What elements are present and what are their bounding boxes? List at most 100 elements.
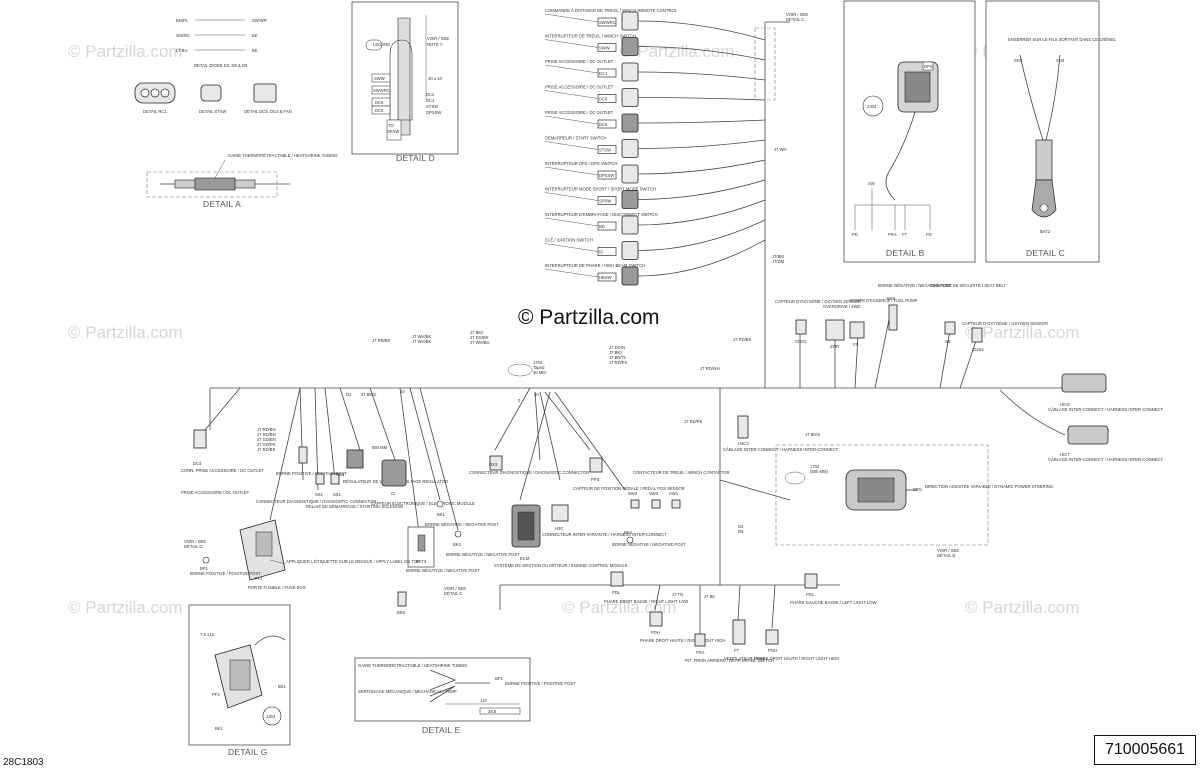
svg-text:D4: D4 xyxy=(738,524,744,529)
svg-text:VOIR / SEE: VOIR / SEE xyxy=(427,36,449,41)
watermark: © Partzilla.com xyxy=(965,598,1080,617)
svg-text:DETAIL DC5, DC4 & FAN: DETAIL DC5, DC4 & FAN xyxy=(244,109,292,114)
pin-detail-legend: BN/PL GN/RD LT BU SW/WR BK BK DETAIL DIO… xyxy=(176,18,267,68)
top-switch-code: DC6 xyxy=(599,97,608,102)
svg-text:DETAIL DIODE D3, D8 & D9: DETAIL DIODE D3, D8 & D9 xyxy=(194,63,248,68)
svg-text:J7 RD/BK: J7 RD/BK xyxy=(733,337,752,342)
svg-text:PF3: PF3 xyxy=(212,692,220,697)
headlight-lh-icon xyxy=(765,629,779,645)
svg-text:2WR: 2WR xyxy=(830,344,839,349)
svg-text:J7 WH/BK: J7 WH/BK xyxy=(412,334,432,339)
top-switch-code: SWWRC xyxy=(599,20,616,25)
switch-connector-icon xyxy=(621,241,639,260)
svg-text:SN3: SN3 xyxy=(1056,58,1065,63)
svg-text:ECM: ECM xyxy=(520,556,530,561)
detail-c-title: DETAIL C xyxy=(1026,248,1065,258)
top-switch-code: SPSW xyxy=(599,199,611,204)
watermark: © Partzilla.com xyxy=(68,323,183,342)
svg-text:PORTE FUSIBLE / FUSE BOX: PORTE FUSIBLE / FUSE BOX xyxy=(248,585,306,590)
drawing-number: 710005661 xyxy=(1094,735,1196,765)
o2b-sensor-icon xyxy=(971,327,983,343)
svg-text:J7 DG/N: J7 DG/N xyxy=(609,345,625,350)
svg-text:DC2: DC2 xyxy=(426,92,435,97)
top-harness-trunk: VOIR / SEE DÉTAIL C J7 WH J7/BM J7/DM xyxy=(754,12,808,388)
svg-text:J7 RD/BK: J7 RD/BK xyxy=(372,338,391,343)
top-switch-code: BD xyxy=(599,224,605,229)
switch-connector-icon xyxy=(621,266,639,286)
main-harness: J7 RD/BK J7 WH/BK J7 WH/BK J7 BK/I J7 DG… xyxy=(209,330,1101,610)
svg-text:FP: FP xyxy=(853,342,859,347)
switch-connector-icon xyxy=(621,88,639,107)
svg-text:RC1: RC1 xyxy=(336,472,345,477)
svg-text:H3C: H3C xyxy=(555,526,563,531)
svg-text:DÉTAIL B: DÉTAIL B xyxy=(937,553,955,558)
svg-text:650 MM: 650 MM xyxy=(372,445,388,450)
svg-text:J7 RD/PK: J7 RD/PK xyxy=(684,419,703,424)
svg-text:SWW: SWW xyxy=(374,76,385,81)
headlight-rh-icon xyxy=(649,611,663,627)
pin-detail-connectors: DETAIL RC1 DETAIL STSW DETAIL DC5, DC4 &… xyxy=(134,82,292,114)
svg-text:PRISE ACCESSOIRE / DC OUTLET: PRISE ACCESSOIRE / DC OUTLET xyxy=(181,490,250,495)
brake-switch-icon xyxy=(694,633,706,647)
svg-text:SW1: SW1 xyxy=(669,491,679,496)
svg-text:119: 119 xyxy=(480,698,487,703)
top-switch-code: DC1 xyxy=(599,71,608,76)
svg-text:OVERDRIVE / 4WD: OVERDRIVE / 4WD xyxy=(823,304,860,309)
svg-text:SW: SW xyxy=(868,181,875,186)
seat-belt-icon xyxy=(944,321,956,335)
watermark: © Partzilla.com xyxy=(68,598,183,617)
svg-text:FT: FT xyxy=(734,648,740,653)
svg-text:SPSW: SPSW xyxy=(387,129,399,134)
svg-text:BORNE NÉGATIVE / NEGATIVE POST: BORNE NÉGATIVE / NEGATIVE POST xyxy=(406,568,480,573)
svg-text:CI: CI xyxy=(391,491,395,496)
top-switch-label: CLÉ / IGNITION SWITCH xyxy=(545,238,593,243)
svg-text:DC1: DC1 xyxy=(426,98,435,103)
svg-text:SERTISSAGE MÉCANIQUE / MECHANI: SERTISSAGE MÉCANIQUE / MECHANICAL CRIMP xyxy=(358,689,457,694)
switch-connector-icon xyxy=(621,113,639,133)
svg-text:J7 RD/BN: J7 RD/BN xyxy=(257,427,276,432)
svg-text:CÂBLAGE INTER-CONNECT / HARNES: CÂBLAGE INTER-CONNECT / HARNESS INTER-CO… xyxy=(1048,457,1164,462)
harness-connector-icon xyxy=(551,504,569,522)
detail-g: 7.5 ±15 1304 PF3 BK1 BK1 DETAIL G xyxy=(188,604,291,757)
mid-components: DX3 CONNECTEUR DIAGNOSTIQUE / DIAGNOSTIC… xyxy=(469,387,959,568)
left-components: DC4 CONN. PRISE ACCESSOIRE / DC OUTLET P… xyxy=(181,387,520,615)
svg-text:DÉTAIL C: DÉTAIL C xyxy=(444,591,462,596)
svg-text:STSW: STSW xyxy=(426,104,438,109)
svg-text:PF1: PF1 xyxy=(255,576,263,581)
svg-text:VENTILATEUR / FAN: VENTILATEUR / FAN xyxy=(724,656,764,661)
svg-text:J7 RD/BK: J7 RD/BK xyxy=(257,447,276,452)
top-switch-label: COMMANDE À DISTANCE DE TREUIL / WINCH RE… xyxy=(545,8,678,13)
svg-text:H3C3: H3C3 xyxy=(738,441,749,446)
svg-text:BK1: BK1 xyxy=(278,684,287,689)
svg-text:DX3: DX3 xyxy=(489,462,498,467)
svg-text:BORNE NÉGATIVE / NEGATIVE POST: BORNE NÉGATIVE / NEGATIVE POST xyxy=(425,522,499,527)
svg-text:10: 10 xyxy=(400,389,405,394)
svg-text:BN/PL: BN/PL xyxy=(176,18,189,23)
headlight-ll-icon xyxy=(804,573,818,589)
svg-text:DC5: DC5 xyxy=(375,108,384,113)
svg-text:PHARE GAUCHE BASSE / LEFT LIGH: PHARE GAUCHE BASSE / LEFT LIGHT LOW xyxy=(790,600,876,605)
svg-text:1702: 1702 xyxy=(533,360,543,365)
svg-text:DIRECTION ASSISTÉE VARIABLE /: DIRECTION ASSISTÉE VARIABLE / DYNAMIC PO… xyxy=(925,484,1053,489)
svg-text:DÉTAIL G: DÉTAIL G xyxy=(184,544,203,549)
svg-text:J7 GD/PK: J7 GD/PK xyxy=(257,442,276,447)
svg-text:PGL: PGL xyxy=(806,592,815,597)
svg-text:APPLIQUER L'ÉTIQUETTE SUR LE D: APPLIQUER L'ÉTIQUETTE SUR LE DESSUS / AP… xyxy=(286,559,420,564)
svg-text:J7 TN: J7 TN xyxy=(672,592,683,597)
svg-text:30 MM: 30 MM xyxy=(533,370,546,375)
svg-text:ENSERRER SUR LE FILS SORTANT D: ENSERRER SUR LE FILS SORTANT DANS CE CRÊ… xyxy=(1008,37,1117,42)
switch-connector-icon xyxy=(621,62,639,82)
detail-e: GAINE THERMORÉTRACTABLE / HEATSHRINK TUB… xyxy=(354,657,576,735)
svg-text:CONNECTEUR INTER-VARIANTE / HA: CONNECTEUR INTER-VARIANTE / HARNESS INTE… xyxy=(542,532,667,537)
svg-text:DETAIL STSW: DETAIL STSW xyxy=(199,109,227,114)
svg-text:PG: PG xyxy=(926,232,932,237)
svg-text:1304: 1304 xyxy=(867,104,877,109)
svg-text:J7/BM: J7/BM xyxy=(772,254,784,259)
detail-e-title: DETAIL E xyxy=(422,725,461,735)
svg-text:INT. FREIN ARRIÈRE / REAR BRAK: INT. FREIN ARRIÈRE / REAR BRAKE SWITCH xyxy=(685,658,774,663)
top-switch-column: COMMANDE À DISTANCE DE TREUIL / WINCH RE… xyxy=(544,8,766,286)
svg-text:D2: D2 xyxy=(346,392,352,397)
